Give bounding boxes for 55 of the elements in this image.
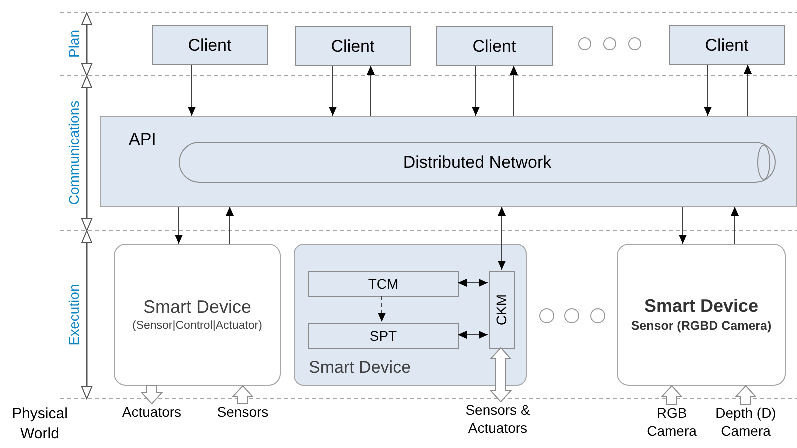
- client-box: [436, 26, 553, 66]
- io-label: Sensors: [217, 404, 269, 422]
- block-arrow: [232, 385, 254, 404]
- module-box: [489, 271, 515, 349]
- block-arrow: [490, 347, 512, 403]
- device-subtitle: Sensor (RGBD Camera): [631, 320, 772, 333]
- client-label: Client: [188, 36, 232, 54]
- arrow: [329, 66, 337, 116]
- network-label: Distributed Network: [403, 154, 552, 171]
- module-label: TCM: [368, 277, 399, 291]
- device-box: [617, 244, 786, 386]
- block-arrow: [140, 386, 164, 405]
- layer-label: Plan: [67, 30, 81, 58]
- arrow: [498, 206, 506, 270]
- client-label: Client: [331, 38, 375, 54]
- arrow: [472, 66, 480, 116]
- layer-label: Physical World: [11, 404, 69, 444]
- arrow: [510, 66, 518, 116]
- io-label: Depth (D) Camera: [714, 405, 778, 440]
- device-title: Smart Device: [143, 298, 252, 316]
- block-arrow: [660, 385, 684, 406]
- device-box: [114, 244, 281, 386]
- device-title: Smart Device: [309, 358, 412, 377]
- module-label: CKM: [495, 294, 509, 326]
- arrow: [731, 206, 739, 244]
- arrow: [175, 206, 183, 244]
- layer-label: Execution: [67, 284, 81, 346]
- device-subtitle: (Sensor|Control|Actuator): [132, 320, 262, 332]
- io-label: Actuators: [122, 404, 182, 422]
- block-arrow: [734, 385, 758, 406]
- arrow: [226, 206, 234, 244]
- network-pipe: [179, 142, 776, 183]
- device-box: [294, 244, 527, 386]
- arrow: [458, 331, 488, 339]
- api-label: API: [129, 130, 156, 149]
- client-box: [295, 26, 411, 66]
- client-label: Client: [705, 36, 749, 54]
- arrow: [679, 206, 687, 244]
- module-label: SPT: [370, 329, 398, 343]
- arrow: [367, 66, 375, 116]
- layer-label: Communications: [67, 100, 81, 206]
- device-title: Smart Device: [644, 297, 759, 316]
- arrow: [378, 296, 386, 322]
- arrow: [704, 64, 712, 116]
- io-label: Sensors & Actuators: [464, 402, 532, 437]
- io-label: RGB Camera: [646, 405, 698, 440]
- arrow: [744, 64, 752, 116]
- client-box: [152, 25, 268, 65]
- arrow: [458, 279, 488, 287]
- arrow: [188, 64, 196, 116]
- module-box: [308, 323, 459, 349]
- client-box: [669, 25, 785, 65]
- module-box: [308, 271, 459, 297]
- client-label: Client: [472, 38, 516, 54]
- api-band: [100, 116, 797, 207]
